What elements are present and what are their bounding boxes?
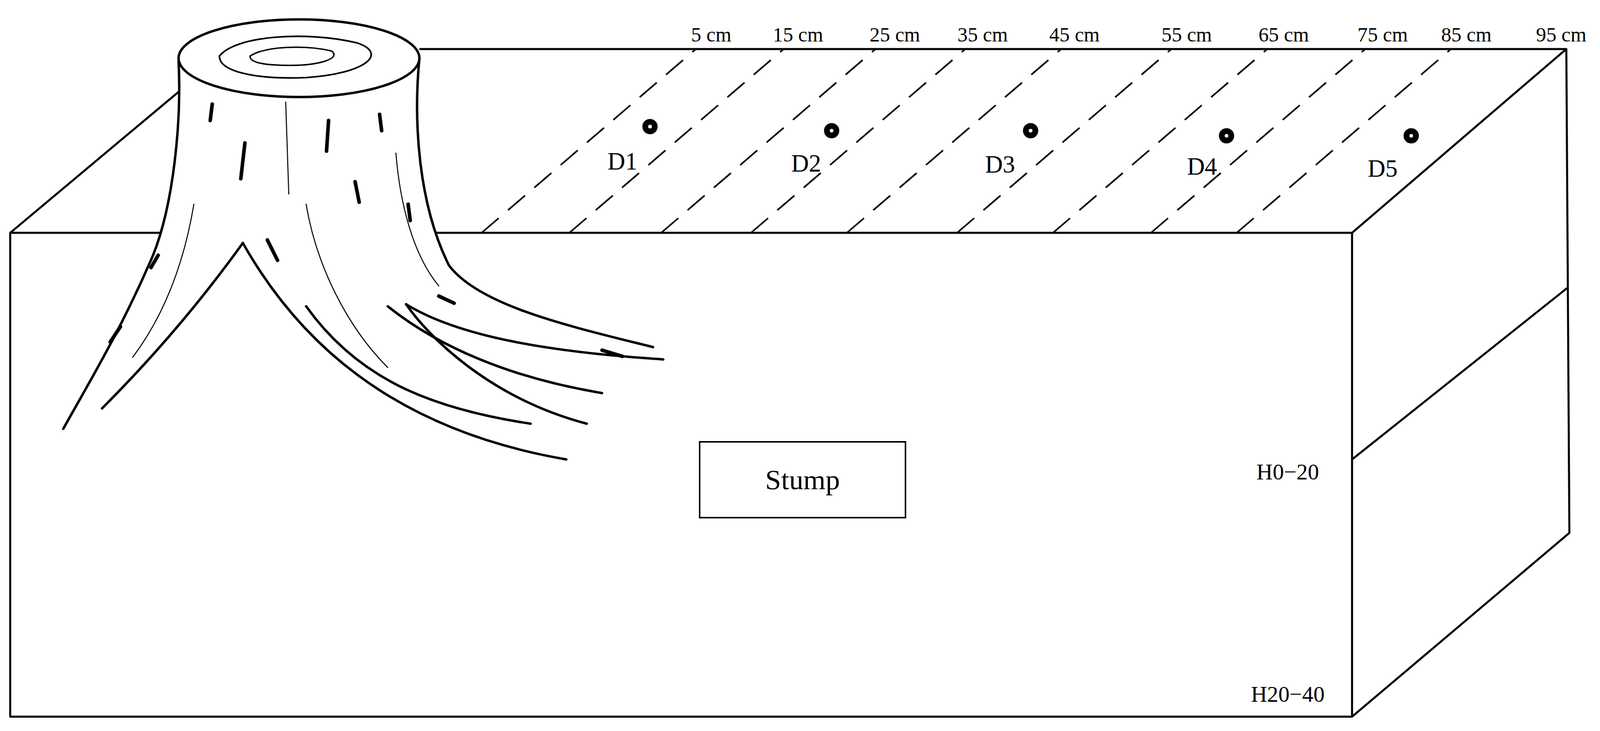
sample-point	[642, 118, 658, 135]
distance-label: 45 cm	[1049, 23, 1100, 47]
sample-point-label: D1	[607, 147, 637, 176]
distance-label: 15 cm	[772, 23, 823, 47]
sample-point	[1022, 122, 1039, 139]
sample-point	[1403, 128, 1419, 144]
block-front-face	[10, 232, 1353, 717]
block-right-face	[1352, 49, 1570, 717]
tree-stump	[63, 19, 664, 460]
grid-line	[1053, 49, 1268, 233]
distance-label: 65 cm	[1258, 23, 1309, 47]
distance-label: 5 cm	[691, 23, 732, 47]
depth-label: H20−40	[1250, 681, 1325, 707]
sample-point-label: D4	[1187, 153, 1218, 181]
sample-point-label: D3	[985, 151, 1015, 179]
distance-label: 75 cm	[1357, 23, 1408, 47]
label-box: Stump	[698, 440, 907, 519]
grid-line	[1150, 49, 1366, 233]
distance-label: 25 cm	[869, 23, 921, 47]
sample-point-label: D5	[1367, 155, 1398, 183]
distance-label: 85 cm	[1441, 23, 1492, 47]
sample-point-label: D2	[791, 150, 821, 178]
box-label: Stump	[765, 463, 841, 496]
sample-point	[823, 122, 840, 139]
distance-label: 35 cm	[957, 23, 1008, 47]
block-back-edge	[419, 48, 1567, 51]
sampling-grid-lines	[481, 49, 1452, 233]
grid-line	[481, 49, 697, 233]
grid-line	[956, 49, 1172, 233]
grid-line	[660, 49, 876, 233]
grid-line	[569, 49, 784, 233]
grid-line	[751, 49, 966, 233]
sample-point	[1219, 128, 1235, 144]
grid-line	[846, 49, 1062, 233]
layer-divider	[1352, 287, 1568, 460]
distance-label: 95 cm	[1536, 23, 1587, 47]
distance-label: 55 cm	[1161, 23, 1212, 47]
grid-line	[1236, 49, 1452, 233]
depth-label: H0−20	[1256, 459, 1319, 484]
sampling-points	[642, 118, 1420, 144]
block-left-edge	[10, 91, 179, 233]
